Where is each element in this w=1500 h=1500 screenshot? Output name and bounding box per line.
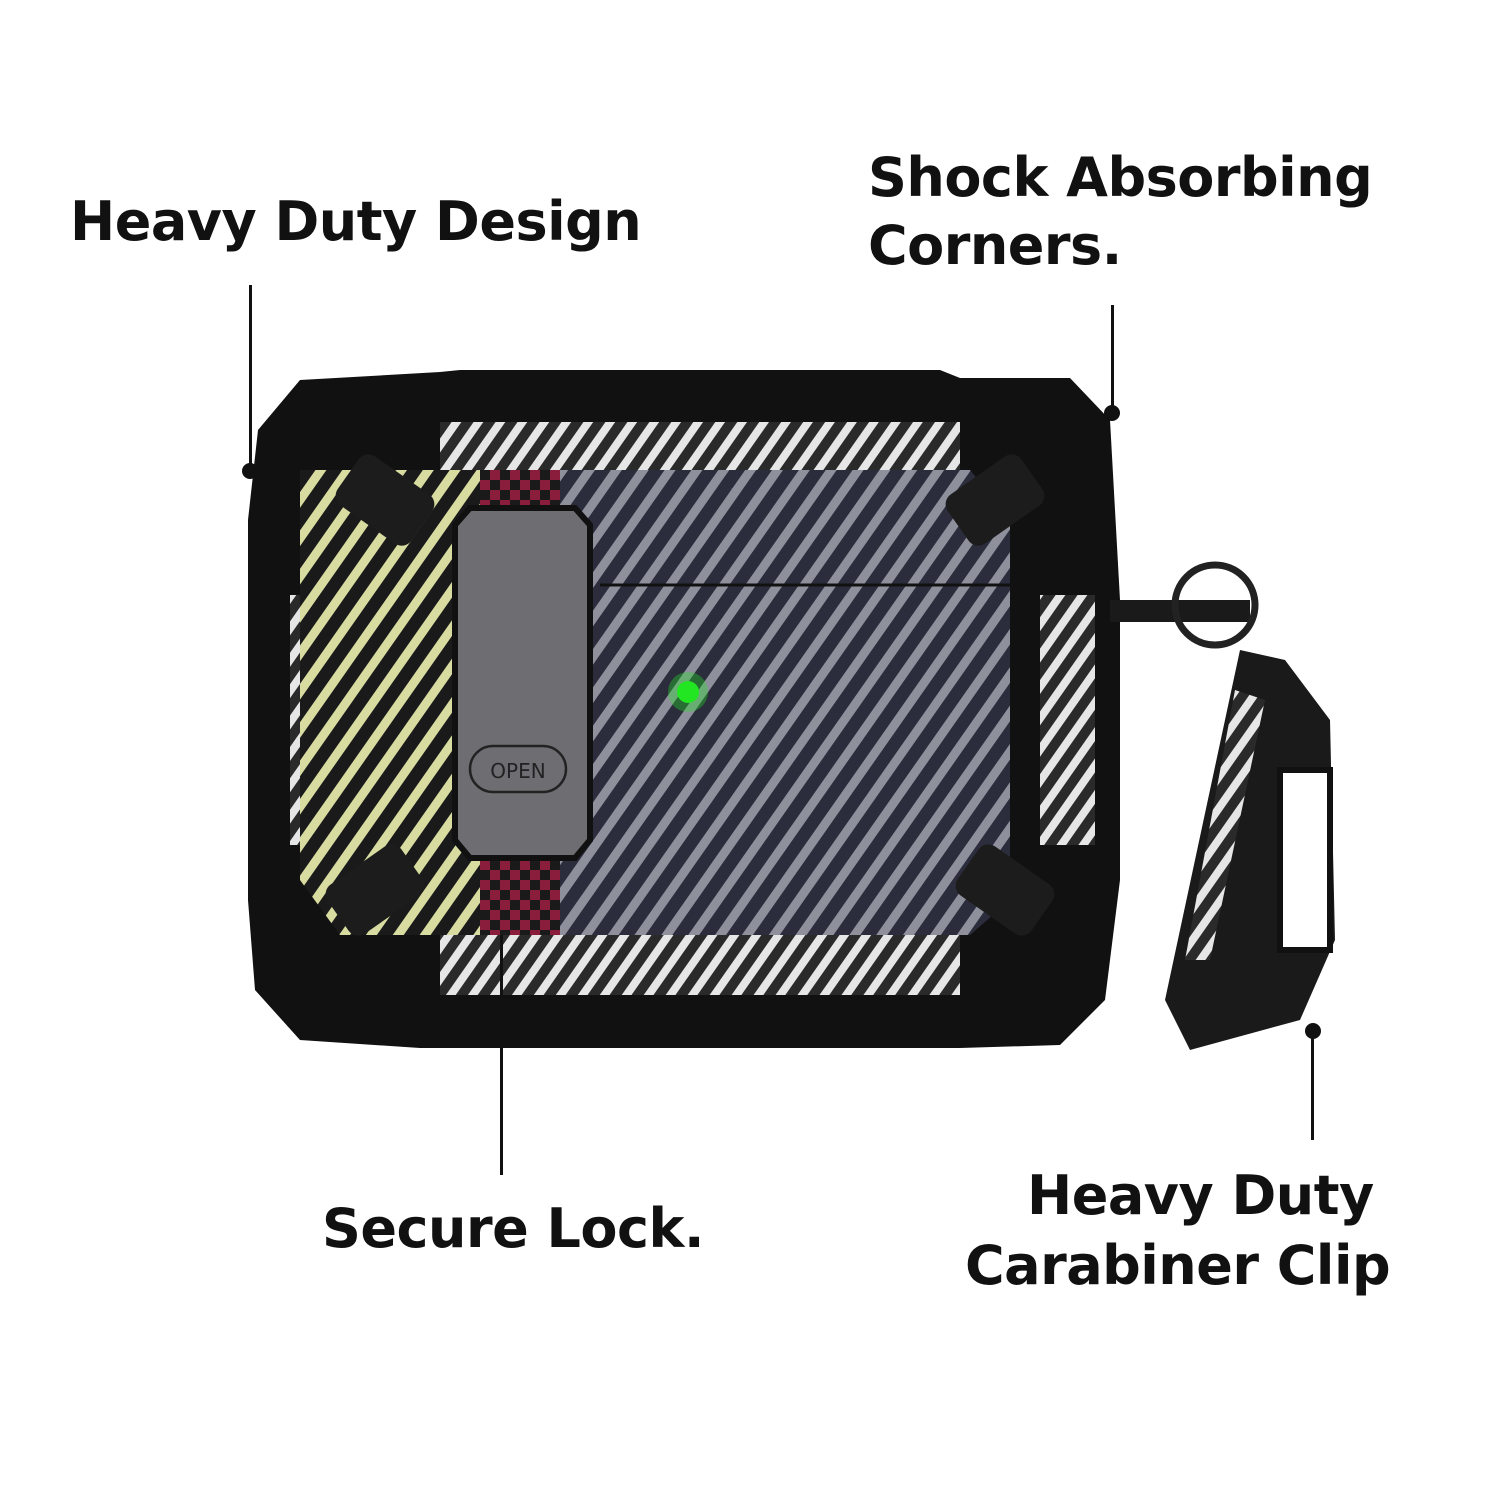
- callout-carabiner-line1: Heavy Duty: [1027, 1164, 1374, 1227]
- callout-line: [500, 935, 503, 1175]
- callout-line: [1311, 1035, 1314, 1140]
- callout-heavy-duty-design: Heavy Duty Design: [70, 190, 642, 253]
- callout-secure-lock: Secure Lock.: [322, 1197, 704, 1260]
- lock-slider: [452, 505, 593, 861]
- callout-shock-line1: Shock Absorbing: [868, 146, 1373, 209]
- callout-dot: [1305, 1023, 1321, 1039]
- callout-line: [249, 285, 252, 470]
- callout-dot: [242, 463, 258, 479]
- callout-dot: [1104, 405, 1120, 421]
- callout-shock-line2: Corners.: [868, 214, 1122, 277]
- callout-line: [1111, 305, 1114, 415]
- led-indicator: [677, 681, 699, 703]
- lock-open-label: OPEN: [490, 759, 545, 783]
- callout-carabiner-line2: Carabiner Clip: [965, 1234, 1391, 1297]
